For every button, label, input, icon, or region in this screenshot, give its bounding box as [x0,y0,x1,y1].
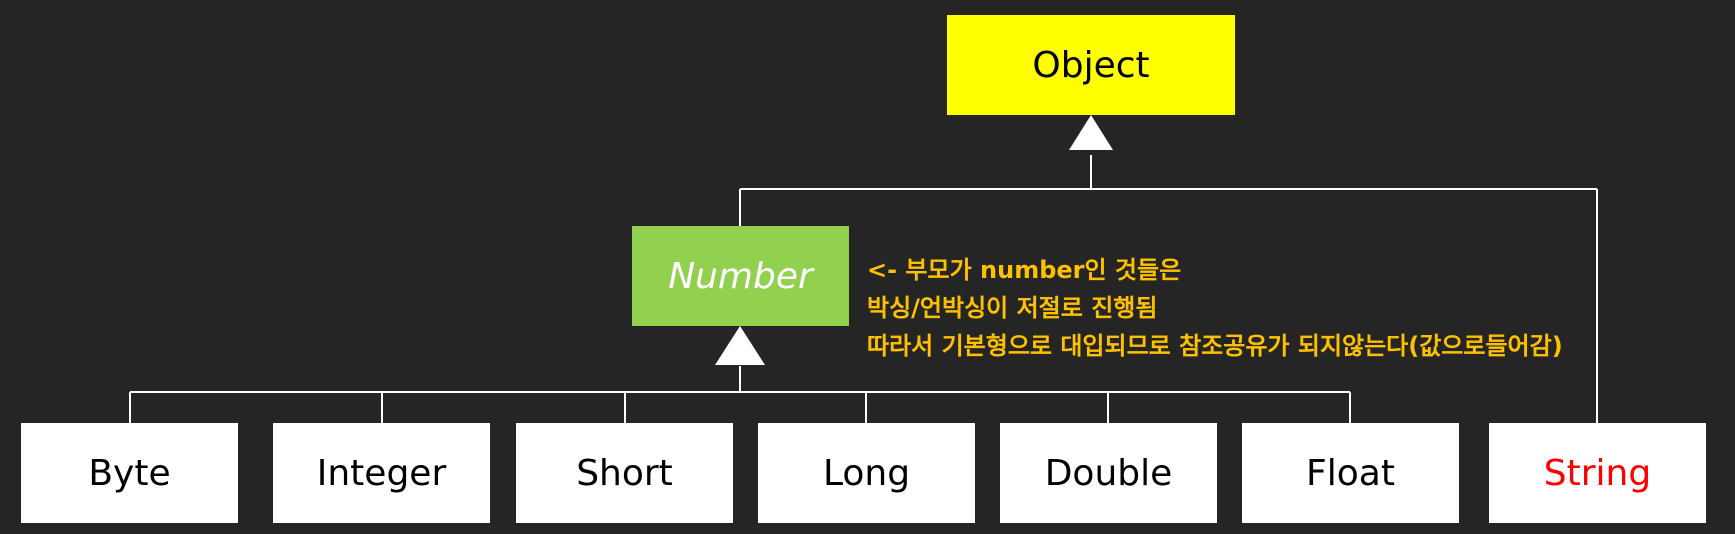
string-class-box: String [1489,423,1706,523]
byte-class-box: Byte [21,423,238,523]
annotation-line: 박싱/언박싱이 저절로 진행됨 [867,294,1158,322]
integer-class-box: Integer [273,423,490,523]
object-class-label: Object [1032,44,1150,86]
short-class-box: Short [516,423,733,523]
annotation-line: <- 부모가 number인 것들은 [867,256,1182,284]
short-class-label: Short [576,452,673,494]
float-class-box: Float [1242,423,1459,523]
byte-class-label: Byte [88,452,171,494]
number-inheritance-arrowhead [715,326,765,365]
float-class-label: Float [1306,452,1395,494]
double-class-label: Double [1044,452,1173,494]
object-inheritance-arrowhead [1069,115,1113,150]
boxing-annotation: <- 부모가 number인 것들은 박싱/언박싱이 저절로 진행됨 따라서 기… [867,251,1563,365]
long-class-label: Long [822,452,911,494]
string-class-label: String [1543,452,1652,494]
double-class-box: Double [1000,423,1217,523]
long-class-box: Long [758,423,975,523]
object-class-box: Object [947,15,1235,115]
annotation-line: 따라서 기본형으로 대입되므로 참조공유가 되지않는다(값으로들어감) [867,332,1563,360]
number-class-label: Number [668,255,813,297]
number-class-box: Number [632,226,849,326]
integer-class-label: Integer [316,452,447,494]
